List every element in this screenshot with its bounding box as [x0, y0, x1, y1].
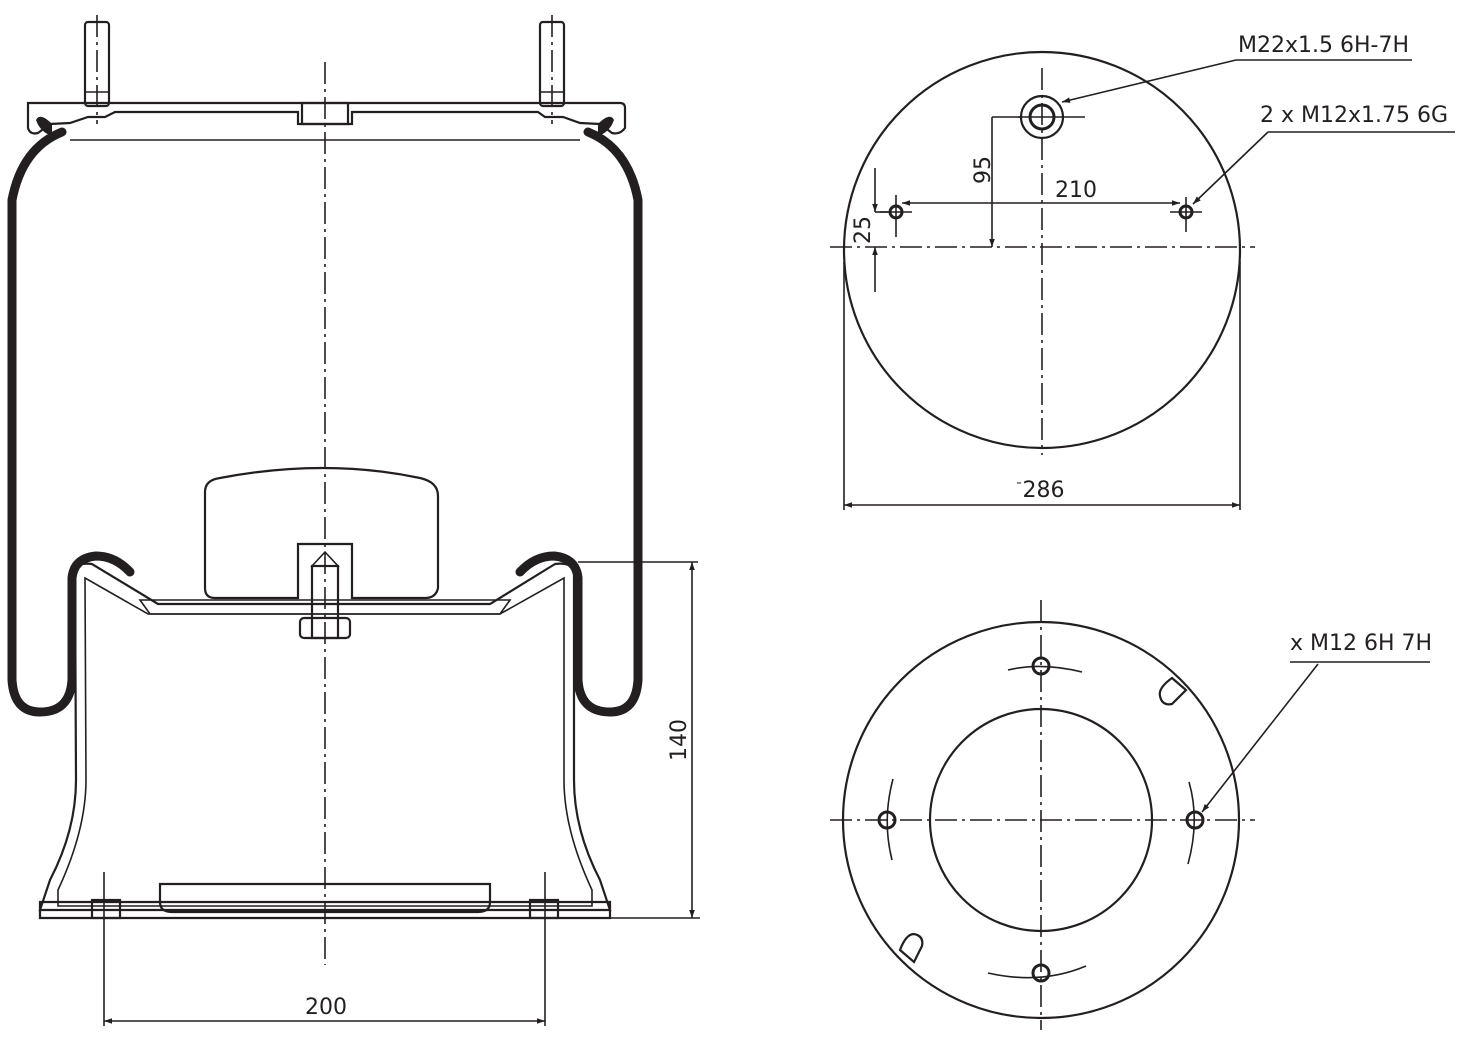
stud-hole-left: [880, 195, 912, 237]
base-hole-left: [877, 810, 897, 830]
dimension-bolt-spacing: 200: [103, 872, 546, 1026]
stud-thread-label: 2 x M12x1.75 6G: [1260, 103, 1448, 128]
dimension-25-label: 25: [851, 216, 876, 244]
bottom-view: x M12 6H 7H: [830, 600, 1432, 1030]
dimension-140-label: 140: [667, 719, 692, 761]
slot-top-right: [1158, 676, 1188, 706]
piston: [38, 550, 700, 920]
bellows-membrane: [7, 127, 135, 717]
bead-left: [36, 116, 52, 136]
stud-right: [538, 15, 566, 124]
base-hole-right: [1185, 810, 1205, 830]
base-hole-bottom: [1031, 963, 1051, 983]
top-view: 210 95 25 ¯286 M22x1.5 6H-7H 2 x M12x1.7…: [830, 33, 1455, 510]
bump-stop: [203, 466, 440, 600]
dimension-95-label: 95: [971, 156, 996, 184]
top-plate: [26, 101, 627, 135]
stud-hole-right: [1170, 197, 1202, 232]
air-inlet-thread-label: M22x1.5 6H-7H: [1238, 33, 1409, 58]
dimension-210-label: 210: [1055, 178, 1097, 203]
slot-bottom-left: [898, 932, 924, 964]
dimension-286-label: ¯286: [1016, 478, 1065, 503]
center-nut: [300, 101, 350, 126]
base-hole-top: [1031, 656, 1051, 676]
bead-right: [598, 116, 614, 136]
air-inlet-hole: [1018, 94, 1085, 140]
piston-thread-label: x M12 6H 7H: [1290, 631, 1432, 656]
dimension-200-label: 200: [305, 995, 347, 1020]
dimension-height: 140: [578, 561, 698, 918]
side-view: 140 200: [7, 15, 700, 1026]
stud-left: [83, 15, 111, 124]
